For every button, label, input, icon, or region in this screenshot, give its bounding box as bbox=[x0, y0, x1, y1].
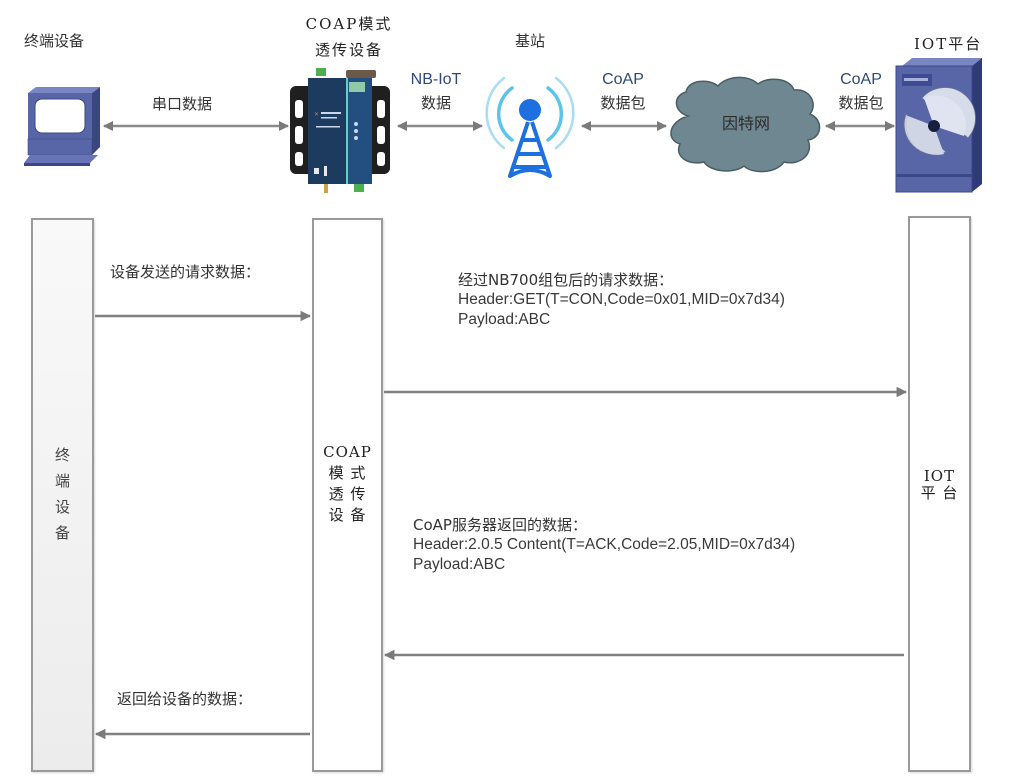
gateway-title-line1: COAP模式 bbox=[305, 15, 393, 33]
lifeline-terminal: 终 端 设 备 bbox=[31, 218, 94, 772]
msg-packed-request: 经过NB700组包后的请求数据： Header:GET(T=CON,Code=0… bbox=[458, 270, 785, 330]
lifeline-terminal-label: 终 端 设 备 bbox=[33, 442, 92, 546]
lifeline-iot-label: IOT 平 台 bbox=[910, 468, 969, 502]
lifeline-iot-platform: IOT 平 台 bbox=[908, 216, 971, 772]
gateway-title-line2: 透传设备 bbox=[314, 41, 383, 59]
msg-server-response-title: CoAP服务器返回的数据： bbox=[413, 516, 587, 534]
msg-packed-request-title: 经过NB700组包后的请求数据： bbox=[458, 271, 674, 289]
internet-label: 因特网 bbox=[721, 114, 770, 133]
serial-data-label: 串口数据 bbox=[152, 95, 213, 113]
lifeline-terminal-char-2: 端 bbox=[54, 472, 70, 490]
lifeline-terminal-char-4: 备 bbox=[54, 524, 70, 542]
lifeline-gateway-label-line3: 透 传 bbox=[328, 485, 367, 503]
terminal-title: 终端设备 bbox=[24, 32, 85, 50]
lifeline-iot-label-line1: IOT bbox=[923, 467, 956, 485]
msg-device-request-title: 设备发送的请求数据： bbox=[110, 263, 261, 281]
svg-text:✕: ✕ bbox=[314, 111, 319, 118]
computer-icon bbox=[22, 85, 108, 167]
cloud-icon: 因特网 bbox=[666, 76, 826, 174]
msg-server-response-header: Header:2.0.5 Content(T=ACK,Code=2.05,MID… bbox=[413, 536, 796, 553]
msg-server-response-payload: Payload:ABC bbox=[413, 556, 506, 573]
coap-link2-label-line1: CoAP bbox=[840, 71, 882, 88]
lifeline-iot-label-line2: 平 台 bbox=[920, 484, 959, 502]
base-station-title: 基站 bbox=[514, 32, 545, 50]
lifeline-gateway-label: COAP 模 式 透 传 设 备 bbox=[314, 442, 381, 526]
coap-link1-label-line1: CoAP bbox=[602, 71, 644, 88]
cell-tower-icon bbox=[482, 64, 578, 186]
coap-link2-label-line2: 数据包 bbox=[838, 94, 884, 112]
msg-packed-request-payload: Payload:ABC bbox=[458, 311, 551, 328]
msg-device-response-title: 返回给设备的数据： bbox=[117, 690, 253, 708]
coap-link1-label-line2: 数据包 bbox=[600, 94, 646, 112]
msg-packed-request-header: Header:GET(T=CON,Code=0x01,MID=0x7d34) bbox=[458, 291, 785, 308]
lifeline-terminal-char-3: 设 bbox=[54, 498, 70, 516]
lifeline-gateway-label-line1: COAP bbox=[323, 443, 372, 461]
lifeline-gateway-label-line2: 模 式 bbox=[328, 464, 367, 482]
nbiot-label-line1: NB-IoT bbox=[410, 71, 462, 88]
nbiot-label-line2: 数据 bbox=[420, 94, 451, 112]
msg-server-response: CoAP服务器返回的数据： Header:2.0.5 Content(T=ACK… bbox=[413, 515, 795, 575]
lifeline-terminal-char-1: 终 bbox=[54, 446, 70, 464]
lifeline-gateway: COAP 模 式 透 传 设 备 bbox=[312, 218, 383, 772]
lifeline-gateway-label-line4: 设 备 bbox=[328, 506, 367, 524]
iot-platform-title: IOT平台 bbox=[914, 35, 983, 53]
server-icon bbox=[894, 56, 984, 196]
nb-iot-gateway-device-icon: ✕ bbox=[286, 66, 394, 194]
